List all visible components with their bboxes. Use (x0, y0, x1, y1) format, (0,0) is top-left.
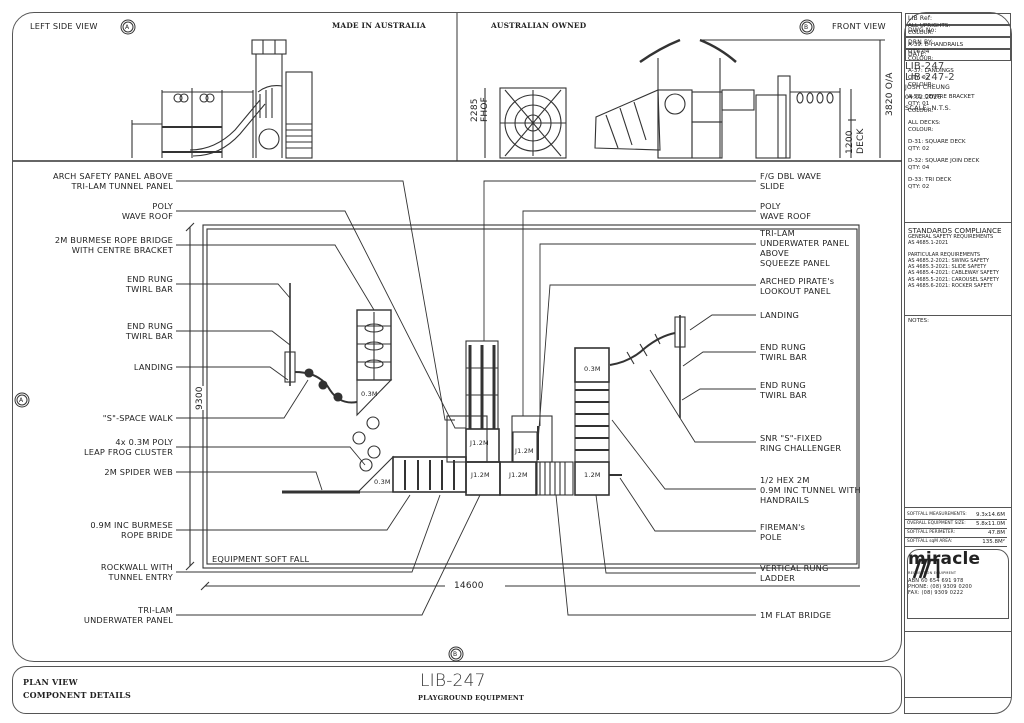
deck-label: 0.3M (584, 365, 601, 373)
callout-space-walk: "S"-SPACE WALK (102, 413, 173, 423)
made-in-label: MADE IN AUSTRALIA (332, 21, 426, 30)
plan-equipment (282, 283, 686, 496)
deck-label: 0.3M (361, 390, 378, 398)
sidebar-divider (905, 222, 1011, 223)
section-marker-b: B (804, 24, 809, 31)
plan-marker-a: A (19, 397, 24, 404)
deck-label: 0.3M (374, 478, 391, 486)
miracle-logo-icon (912, 558, 940, 579)
right-leaders (483, 180, 756, 616)
title-line-2: COMPONENT DETAILS (23, 690, 131, 700)
title-bar: PLAN VIEW COMPONENT DETAILS LIB-247 PLAY… (12, 666, 902, 714)
standards-title: STANDARDS COMPLIANCE (908, 226, 1002, 235)
callout-landing-left: LANDING (133, 362, 173, 372)
dim-deck-value: 1200 (845, 130, 855, 154)
softfall-row: OVERALL EQUIPMENT SIZE:5.8x11.0M (905, 521, 1007, 529)
lib-ref-value: LIB-247 (905, 61, 945, 72)
deck-label: J1.2M (470, 439, 489, 447)
dwg-no-label: DWG No: (905, 25, 1011, 37)
dwg-no-value: LIB-247-2 (905, 72, 955, 83)
scale-label: SCALE: N.T.S. (905, 104, 952, 112)
dim-overall: 3820 O/A (885, 72, 895, 116)
front-view-title: FRONT VIEW (832, 21, 886, 31)
drn-by-label: DRN BY: (905, 37, 1011, 49)
left-side-elevation (131, 39, 313, 159)
date-value: 04.02.2026 (905, 94, 942, 101)
callout-spider-web: 2M SPIDER WEB (104, 467, 173, 477)
dim-depth: 9300 (195, 386, 205, 410)
drn-by-value: JOSH CHEUNG (905, 84, 950, 91)
softfall-label: EQUIPMENT SOFT FALL (212, 554, 310, 564)
owned-label: AUSTRALIAN OWNED (491, 21, 587, 30)
deck-label: J1.2M (471, 471, 490, 479)
company-box: miracle RECREATION EQUIPMENT ABN 60 654 … (907, 549, 1009, 619)
plan-marker-b: B (453, 651, 458, 658)
company-tagline: RECREATION EQUIPMENT (908, 571, 957, 575)
company-phone: PHONE: (08) 9309 0200 (908, 584, 972, 590)
softfall-row: SOFTFALL MEASUREMENTS:9.3x14.6M (905, 512, 1007, 520)
softfall-table: SOFTFALL MEASUREMENTS:9.3x14.6M OVERALL … (905, 511, 1007, 547)
standards-block: STANDARDS COMPLIANCE GENERAL SAFETY REQU… (908, 226, 1002, 290)
notes-label: NOTES: (908, 318, 929, 324)
component-item: ALL DECKS:COLOUR: (908, 120, 941, 133)
plan-softfall (185, 222, 860, 591)
softfall-row: SOFTFALL PERIMETER:47.8M (905, 530, 1007, 538)
drawing-code: LIB-247 (420, 671, 486, 691)
company-fax: FAX: (08) 9309 0222 (908, 590, 964, 596)
date-label: DATE: (905, 49, 1011, 61)
lib-ref-label: LIB Ref: (905, 13, 1011, 25)
title-line-1: PLAN VIEW (23, 677, 78, 687)
deck-label: J1.2M (509, 471, 528, 479)
dim-deck-label: DECK (856, 128, 866, 154)
dim-fhof-value: 2285 (470, 98, 480, 122)
markers (14, 19, 815, 662)
left-leaders (176, 180, 481, 616)
left-view-title: LEFT SIDE VIEW (30, 21, 98, 31)
company-abn: ABN 60 654 691 978 (908, 578, 964, 584)
callout-flat-bridge: 1M FLAT BRIDGE (760, 610, 832, 620)
deck-label: J1.2M (515, 447, 534, 455)
component-item: ALL UPRIGHTS:COLOUR: (908, 23, 951, 36)
section-marker-a: A (125, 24, 130, 31)
deck-label: 1.2M (584, 471, 601, 479)
dim-width: 14600 (454, 581, 484, 591)
front-elevation (484, 38, 885, 159)
callout-landing-right: LANDING (760, 310, 800, 320)
dim-fhof-label: FHOF (480, 96, 490, 122)
softfall-row: SOFTFALL sqM AREA:135.8M² (905, 539, 1007, 547)
drawing-subtitle: PLAYGROUND EQUIPMENT (418, 694, 525, 702)
